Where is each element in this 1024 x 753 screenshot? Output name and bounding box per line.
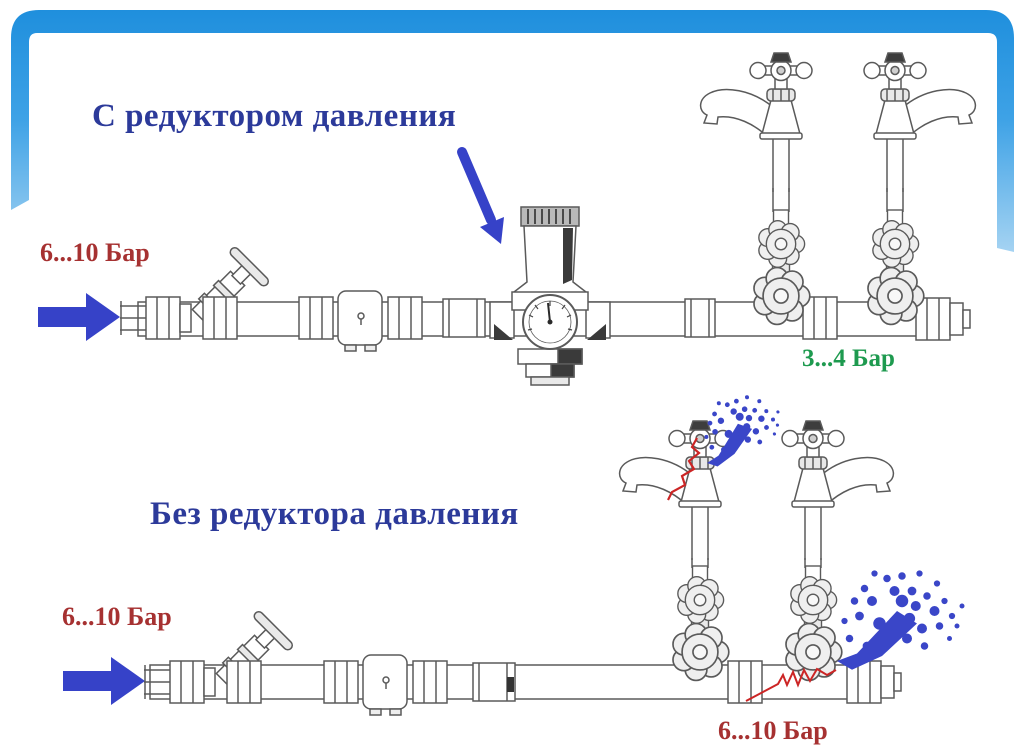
pressure-reducer-icon bbox=[489, 206, 611, 386]
pipe-coupling bbox=[684, 298, 716, 338]
title-without-reducer: Без редуктора давления bbox=[150, 496, 519, 532]
pipe-end-cap-icon bbox=[916, 298, 970, 340]
diagram-with-reducer bbox=[38, 52, 977, 386]
inlet-flow-arrow-icon bbox=[38, 293, 120, 341]
pipe-coupling bbox=[442, 298, 486, 338]
pipe-union bbox=[727, 660, 763, 704]
faucet-icon bbox=[781, 420, 895, 561]
crack-icon bbox=[745, 667, 837, 702]
pointer-arrow-icon bbox=[457, 147, 504, 244]
outlet-pressure-label: 3...4 Бар bbox=[802, 345, 895, 372]
title-with-reducer: С редуктором давления bbox=[92, 98, 457, 134]
water-spray-icon bbox=[837, 570, 965, 670]
riser-pipes bbox=[691, 558, 822, 568]
pipe-coupling bbox=[472, 662, 516, 702]
pipe-union bbox=[802, 296, 838, 340]
inlet-pressure-label-bottom: 6...10 Бар bbox=[62, 602, 172, 631]
check-valve-icon bbox=[324, 655, 447, 715]
pressure-gauge-icon bbox=[522, 294, 578, 350]
leak-pressure-label: 6...10 Бар bbox=[718, 716, 828, 745]
faucet-icon bbox=[863, 52, 977, 193]
stop-valve-icon bbox=[868, 210, 924, 324]
inlet-flow-arrow-icon bbox=[63, 657, 145, 705]
stop-valve-icon bbox=[673, 566, 729, 680]
diagram-without-reducer bbox=[63, 389, 965, 715]
stop-valve-icon bbox=[786, 566, 842, 680]
inlet-pressure-label-top: 6...10 Бар bbox=[40, 238, 150, 267]
stop-valve-icon bbox=[754, 210, 810, 324]
crack-icon bbox=[667, 437, 701, 501]
riser-pipes bbox=[772, 188, 904, 212]
faucet-icon bbox=[699, 52, 813, 193]
check-valve-icon bbox=[299, 291, 422, 351]
